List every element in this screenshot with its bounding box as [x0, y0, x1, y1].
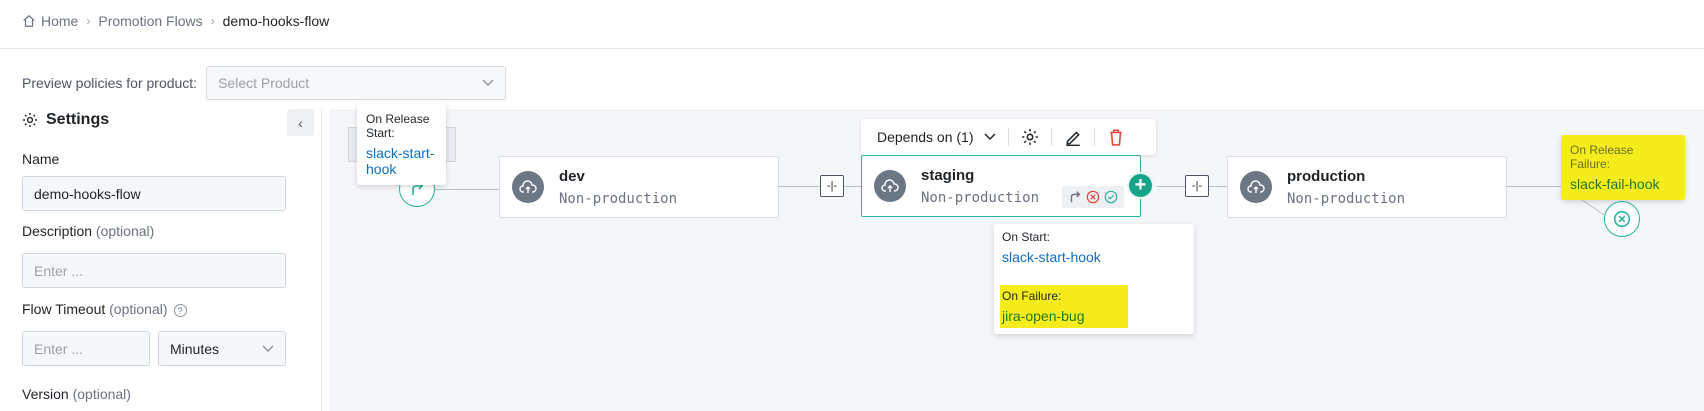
- breadcrumb-promotion-flows[interactable]: Promotion Flows: [98, 13, 203, 29]
- toolbar-divider: [1093, 128, 1095, 146]
- plus-icon: +: [1134, 174, 1147, 196]
- timeout-unit-select[interactable]: Minutes: [158, 331, 286, 366]
- error-circle-icon: [1086, 190, 1100, 204]
- check-circle-icon: [1104, 190, 1118, 204]
- settings-header: Settings: [22, 111, 109, 129]
- depends-on-dropdown[interactable]: Depends on (1): [877, 129, 974, 145]
- collapse-panel-button[interactable]: ‹: [287, 109, 314, 136]
- redirect-arrow-icon: [1070, 191, 1081, 203]
- gear-icon[interactable]: [1021, 128, 1039, 146]
- insert-stage-button[interactable]: -|-: [1185, 175, 1209, 197]
- flow-timeout-input[interactable]: Enter ...: [22, 331, 150, 366]
- on-failure-highlight: On Failure: jira-open-bug: [1000, 285, 1128, 328]
- name-label: Name: [22, 151, 60, 167]
- edge-start-dev: [435, 189, 499, 190]
- breadcrumb-home[interactable]: Home: [41, 13, 79, 29]
- on-start-hook-link[interactable]: slack-start-hook: [1002, 249, 1101, 265]
- release-failure-hook-link[interactable]: slack-fail-hook: [1570, 176, 1660, 192]
- error-circle-icon: [1613, 210, 1631, 228]
- stage-type: Non-production: [921, 189, 1040, 206]
- stage-toolbar: Depends on (1): [861, 119, 1156, 155]
- stage-name: production: [1287, 167, 1366, 185]
- release-start-tooltip: On Release Start: slack-start-hook: [357, 104, 446, 185]
- settings-title: Settings: [46, 111, 110, 128]
- breadcrumb: Home › Promotion Flows › demo-hooks-flow: [22, 13, 329, 29]
- chevron-down-icon[interactable]: [983, 133, 996, 141]
- stage-type: Non-production: [1287, 190, 1406, 207]
- connector-icon: -|-: [1191, 180, 1203, 192]
- stage-name: staging: [921, 166, 975, 184]
- chevron-left-icon: ‹: [298, 114, 303, 131]
- on-failure-label: On Failure:: [1002, 289, 1062, 303]
- settings-panel: Settings ‹ Name demo-hooks-flow Descript…: [0, 109, 322, 411]
- release-failure-hook-node[interactable]: [1604, 201, 1640, 237]
- description-label: Description (optional): [22, 223, 155, 239]
- stage-hooks-tooltip: On Start: slack-start-hook On Failure: j…: [994, 224, 1194, 334]
- edge-production-end: [1506, 186, 1562, 187]
- add-stage-button[interactable]: +: [1127, 172, 1154, 199]
- stage-node-production[interactable]: production Non-production: [1227, 156, 1507, 218]
- description-input[interactable]: Enter ...: [22, 253, 286, 288]
- release-start-label: On Release Start:: [366, 112, 430, 140]
- trash-icon[interactable]: [1107, 128, 1125, 146]
- chevron-right-icon: ›: [86, 14, 91, 28]
- chevron-down-icon: [482, 79, 494, 86]
- help-icon[interactable]: ?: [173, 303, 187, 317]
- chevron-down-icon: [262, 345, 274, 352]
- on-start-label: On Start:: [1002, 230, 1051, 244]
- toolbar-divider: [1007, 128, 1009, 146]
- toolbar-divider: [1050, 128, 1052, 146]
- release-start-hook-link[interactable]: slack-start-hook: [366, 145, 435, 177]
- preview-policies-label: Preview policies for product:: [22, 75, 198, 91]
- timeout-unit-value: Minutes: [170, 340, 220, 357]
- version-label: Version (optional): [22, 386, 131, 402]
- home-icon: [23, 14, 35, 27]
- preview-policies-row: Preview policies for product: Select Pro…: [22, 66, 507, 100]
- select-product-dropdown[interactable]: Select Product: [206, 66, 507, 100]
- name-input[interactable]: demo-hooks-flow: [22, 176, 286, 211]
- release-failure-label: On Release Failure:: [1570, 143, 1634, 171]
- edit-pencil-icon[interactable]: [1064, 128, 1082, 146]
- connector-icon: -|-: [826, 180, 838, 192]
- flow-timeout-label: Flow Timeout (optional)?: [22, 301, 187, 317]
- stage-type: Non-production: [559, 190, 678, 207]
- stage-node-dev[interactable]: dev Non-production: [499, 156, 779, 218]
- insert-stage-button[interactable]: -|-: [820, 175, 844, 197]
- chevron-right-icon: ›: [210, 14, 215, 28]
- cloud-upload-icon: [1240, 171, 1272, 203]
- select-product-placeholder: Select Product: [218, 75, 310, 91]
- release-failure-tooltip: On Release Failure: slack-fail-hook: [1561, 135, 1685, 200]
- on-failure-hook-link[interactable]: jira-open-bug: [1002, 308, 1085, 324]
- stage-hooks-indicator[interactable]: [1062, 186, 1124, 208]
- cloud-upload-icon: [512, 171, 544, 203]
- stage-name: dev: [559, 167, 585, 185]
- gear-icon: [23, 113, 37, 127]
- cloud-upload-icon: [874, 170, 906, 202]
- header-divider: [0, 48, 1704, 49]
- breadcrumb-current: demo-hooks-flow: [222, 13, 330, 29]
